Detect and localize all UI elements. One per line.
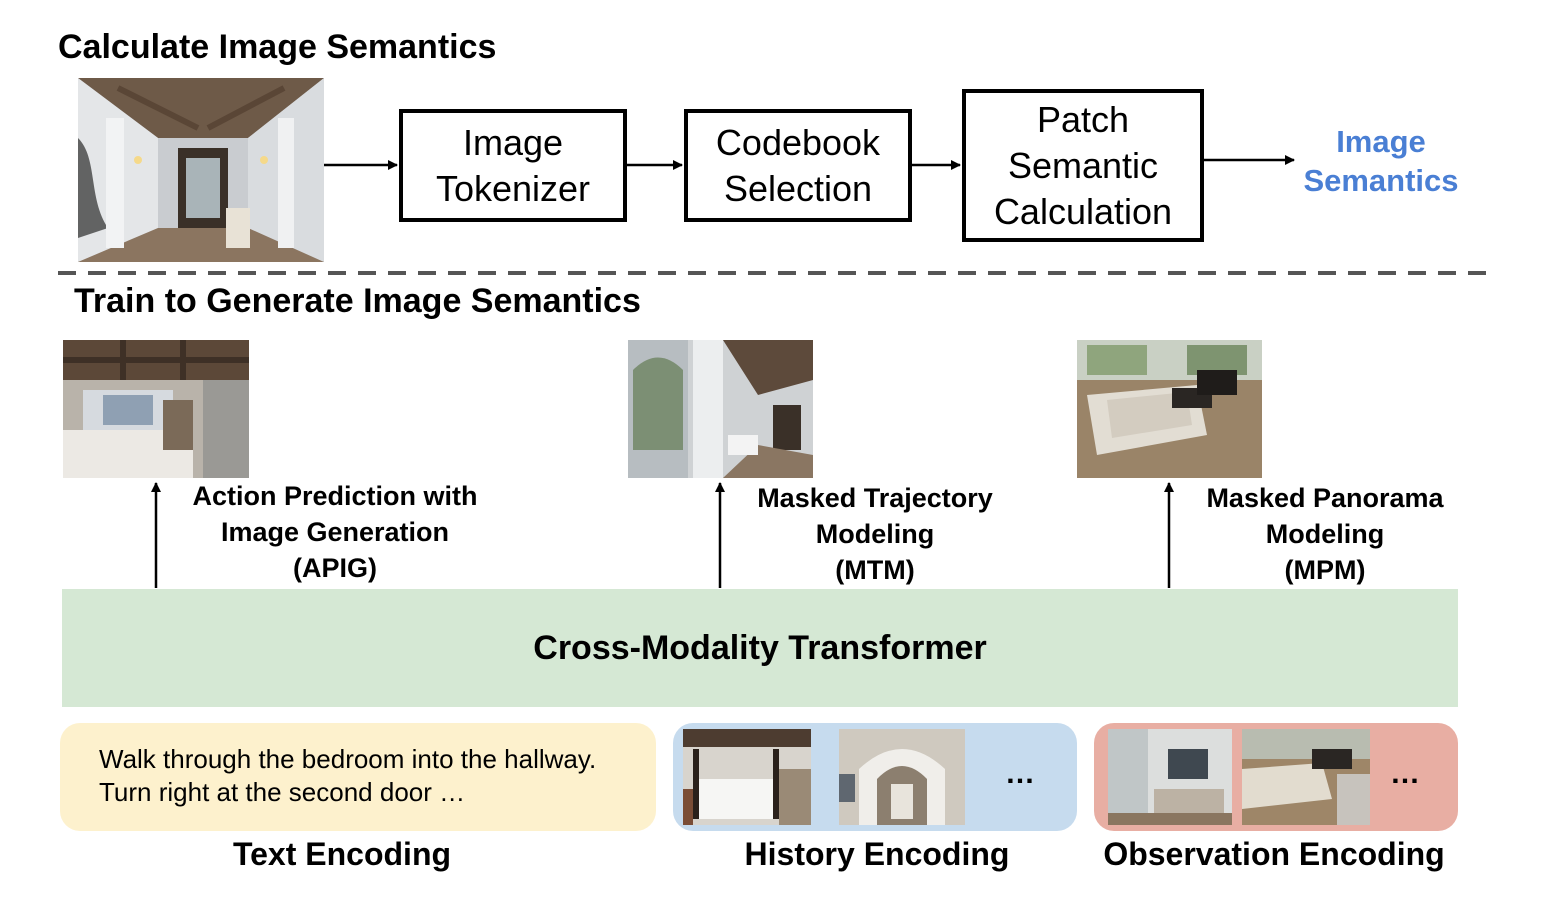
observation-panel: … [1094,723,1458,831]
text-encoding-label: Text Encoding [232,836,452,872]
text-instruction-panel: Walk through the bedroom into the hallwa… [60,723,656,831]
instruction-line-1: Walk through the bedroom into the hallwa… [99,744,597,774]
history-arch-image [839,729,965,825]
mtm-hallway-image [628,340,813,478]
section-title-calculate: Calculate Image Semantics [58,28,497,66]
history-encoding-label: History Encoding [744,836,1010,872]
transformer-label: Cross-Modality Transformer [533,628,987,667]
observation-room-image [1108,729,1232,825]
section-title-train: Train to Generate Image Semantics [74,282,641,320]
history-ellipsis: … [1005,757,1037,790]
history-panel: … [673,723,1077,831]
observation-ellipsis: … [1390,757,1422,790]
cross-modality-transformer: Cross-Modality Transformer [62,589,1458,707]
observation-encoding-label: Observation Encoding [1103,836,1445,872]
history-bedroom-image [683,729,811,825]
mpm-livingroom-image [1077,340,1262,478]
instruction-line-2: Turn right at the second door … [99,777,466,807]
apig-kitchen-image [63,340,249,478]
observation-living-image [1242,729,1370,825]
input-hallway-image [78,78,324,262]
